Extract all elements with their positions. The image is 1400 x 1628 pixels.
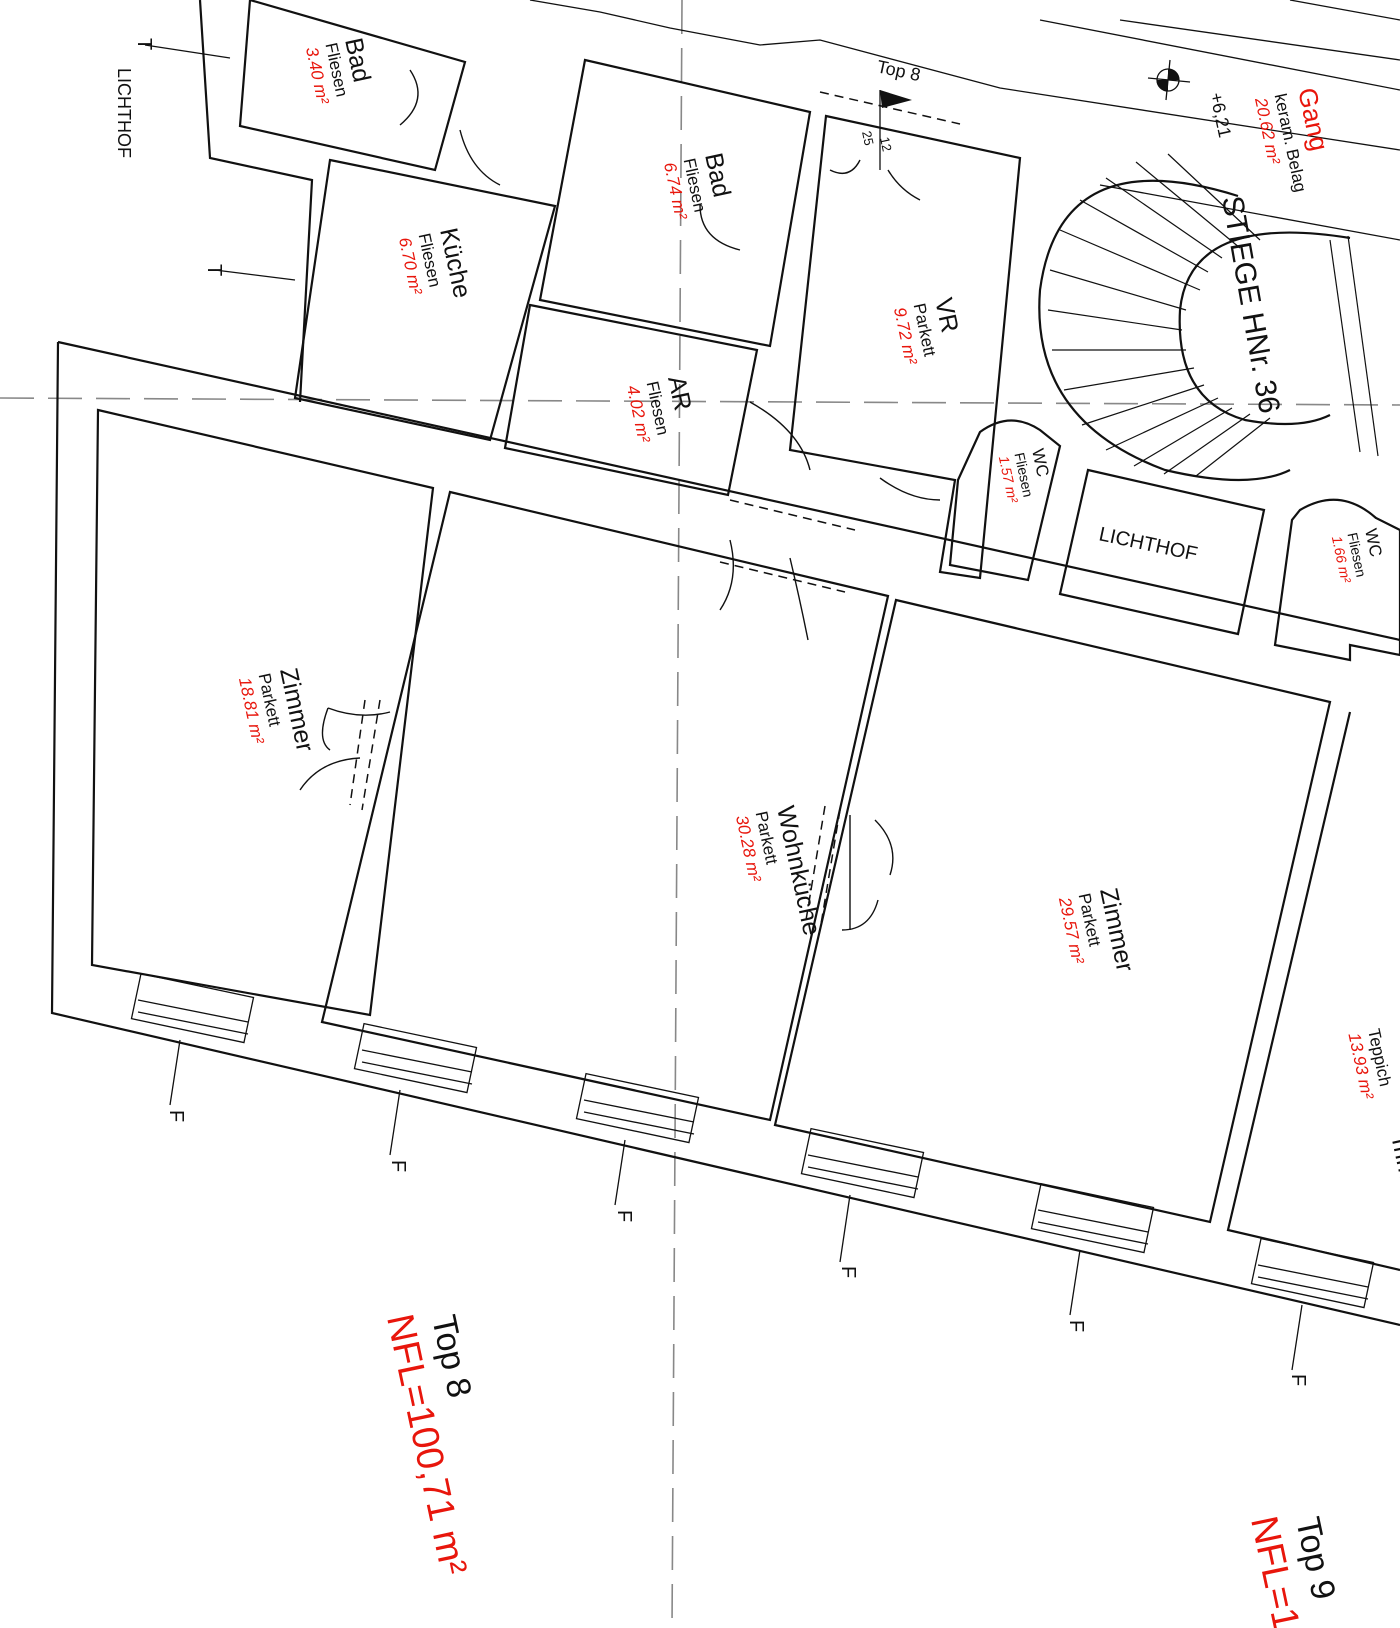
stair-spiral xyxy=(1038,153,1379,482)
stiege-label: STIEGE HNr. 36 xyxy=(1215,193,1286,415)
room-gang: Gang keram. Belag 20.62 m² xyxy=(1251,85,1335,194)
t-marks xyxy=(144,44,296,281)
room-ar: AR Fliesen 4.02 m² xyxy=(623,373,697,445)
top8-marker-group: Top 8 xyxy=(875,56,922,85)
window-marker: F xyxy=(165,1110,187,1122)
lichthof-mid-label-group: LICHTHOF xyxy=(1097,523,1199,565)
door-swings xyxy=(299,69,941,931)
window-3 xyxy=(575,1072,700,1206)
window-4 xyxy=(800,1127,925,1263)
stiege-label-group: STIEGE HNr. 36 xyxy=(1215,193,1286,415)
window-5 xyxy=(1030,1182,1155,1316)
room-zimmer-2: Zimmer Parkett 29.57 m² xyxy=(1055,885,1139,974)
room-wc-2: WC Fliesen 1.66 m² xyxy=(1329,527,1386,586)
room-vr: VR Parkett 9.72 m² xyxy=(890,295,964,367)
t-marker: T xyxy=(133,38,155,50)
window-marker: F xyxy=(837,1266,859,1278)
lichthof-mid-label: LICHTHOF xyxy=(1097,523,1199,565)
step-count-b: 25 xyxy=(859,130,877,147)
window-1 xyxy=(130,972,255,1106)
window-6 xyxy=(1250,1237,1375,1371)
room-zimmer-3: mmer xyxy=(1386,1135,1400,1203)
t-markers: T T xyxy=(133,38,225,276)
window-markers: F F F F F F xyxy=(165,1110,1309,1386)
elevation-symbol xyxy=(1147,59,1191,101)
room-kueche: Küche Fliesen 6.70 m² xyxy=(395,225,476,300)
windows xyxy=(130,972,1375,1371)
unit-top8: Top 8 NFL=100,71 m² xyxy=(378,1311,479,1579)
room-zimmer-1: Zimmer Parkett 18.81 m² xyxy=(235,665,319,754)
window-2 xyxy=(353,1022,478,1156)
t-marker: T xyxy=(203,264,225,276)
exterior-walls xyxy=(50,340,1400,1327)
room-name: mmer xyxy=(1386,1135,1400,1203)
elevation-label-group: +6,21 xyxy=(1206,91,1235,140)
unit-top9: Top 9 NFL=1 xyxy=(1242,1513,1343,1628)
step-a-group: 12 xyxy=(877,136,895,153)
elevation-label: +6,21 xyxy=(1206,91,1235,140)
window-marker: F xyxy=(613,1210,635,1222)
window-marker: F xyxy=(1287,1374,1309,1386)
room-wohnkueche: Wohnküche Parkett 30.28 m² xyxy=(732,803,826,938)
lichthof-left-label: LICHTHOF xyxy=(114,68,134,158)
room-bad: Bad Fliesen 6.74 m² xyxy=(660,150,736,222)
top8-marker-label: Top 8 xyxy=(875,56,922,85)
window-marker: F xyxy=(1065,1320,1087,1332)
window-marker: F xyxy=(387,1160,409,1172)
interior-walls xyxy=(90,0,1400,1272)
top8-marker-arrow xyxy=(879,90,912,170)
lichthof-left-label-group: LICHTHOF xyxy=(114,68,134,158)
room-name: Wohnküche xyxy=(771,803,826,938)
room-zimmer-3-info: Teppich 13.93 m² xyxy=(1345,1027,1395,1102)
door-openings xyxy=(349,91,961,931)
step-b-group: 25 xyxy=(859,130,877,147)
step-count-a: 12 xyxy=(877,136,895,153)
room-bad-top: Bad Fliesen 3.40 m² xyxy=(302,35,376,106)
